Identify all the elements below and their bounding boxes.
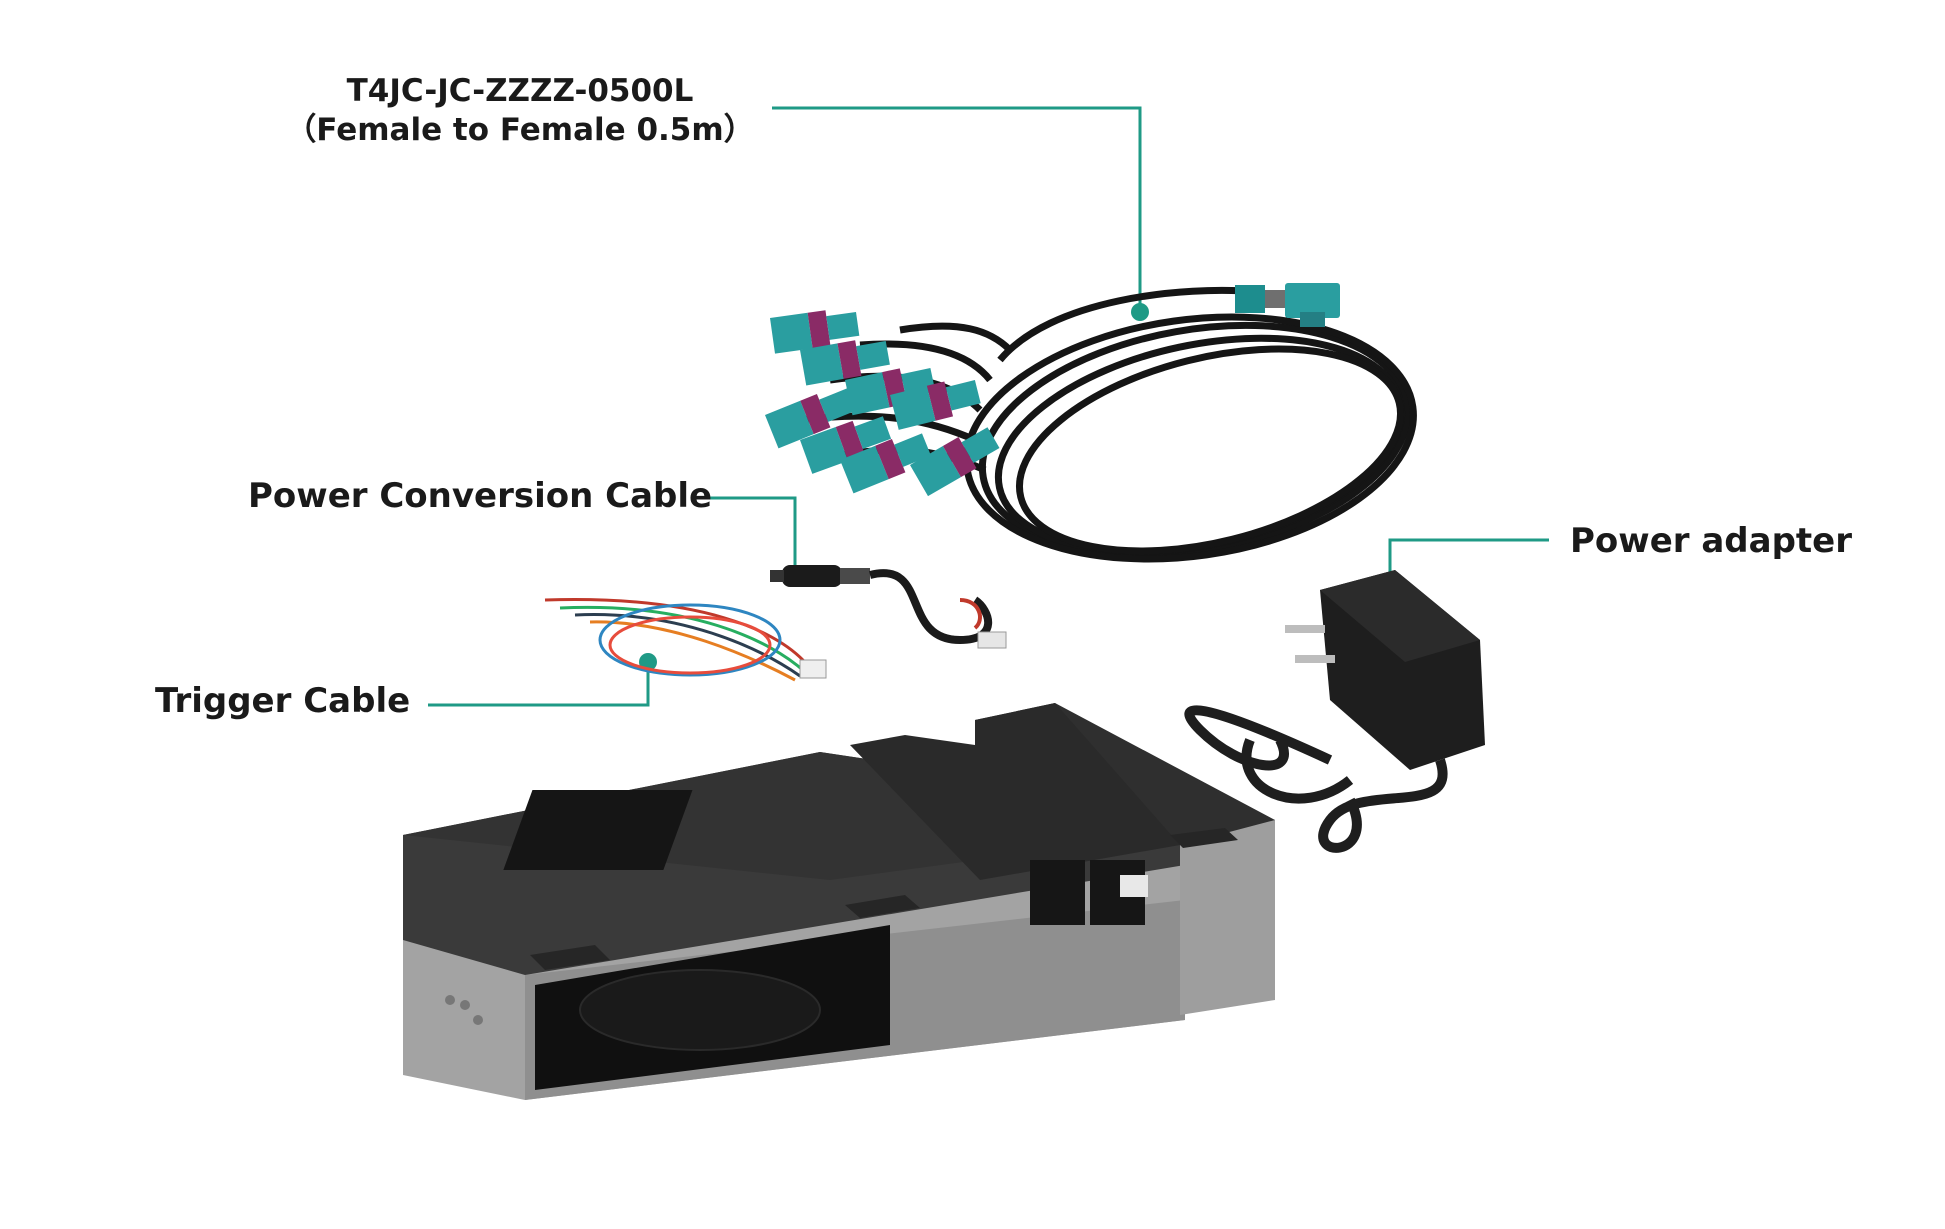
coiled-cable	[799, 286, 1417, 563]
heatsink-grid	[503, 790, 693, 870]
fanned-connectors	[765, 310, 1000, 497]
trigger-cable	[544, 598, 827, 682]
single-end-connector	[1235, 283, 1340, 327]
power-conversion-cable	[770, 565, 1007, 649]
cable-description-label: （Female to Female 0.5m）	[285, 111, 755, 148]
power-adapter-label: Power adapter	[1570, 521, 1852, 561]
power-adapter	[1184, 570, 1485, 853]
trigger-cable-label: Trigger Cable	[155, 681, 411, 721]
leader-line-trigger	[428, 660, 650, 707]
main-device	[403, 703, 1275, 1100]
cable-title: T4JC-JC-ZZZZ-0500L （Female to Female 0.5…	[280, 72, 760, 150]
leader-line-cable	[772, 106, 1142, 310]
power-conversion-cable-label: Power Conversion Cable	[248, 476, 713, 516]
leader-line-power-conversion	[710, 496, 797, 575]
cable-model-label: T4JC-JC-ZZZZ-0500L	[346, 73, 694, 109]
